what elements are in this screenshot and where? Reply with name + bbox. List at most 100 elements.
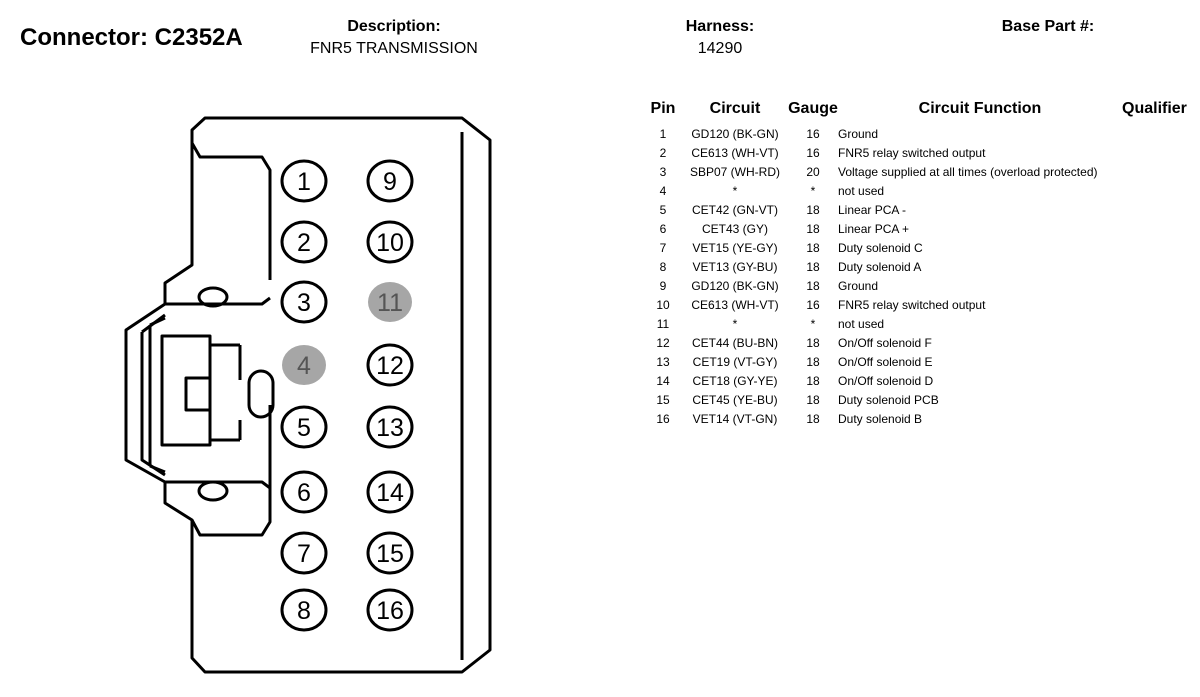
qualifier-cell	[1122, 314, 1187, 333]
pin-cavity: 1	[280, 159, 328, 203]
pin-cell: 16	[656, 411, 670, 426]
function-cell: FNR5 relay switched output	[838, 145, 986, 160]
function-cell: Linear PCA -	[838, 202, 907, 217]
qualifier-cell	[1122, 333, 1187, 352]
pin-cell: 3	[659, 164, 667, 179]
pinout-table-header: Pin Circuit Gauge Circuit Function Quali…	[644, 98, 1187, 124]
pin-number: 10	[376, 229, 404, 257]
gauge-cell: *	[810, 183, 816, 198]
pin-cavity: 16	[366, 588, 414, 632]
pin-cell: 8	[659, 259, 667, 274]
circuit-cell: CE613 (WH-VT)	[691, 145, 779, 160]
pin-cell: 7	[659, 240, 667, 255]
pin-cavity: 10	[366, 220, 414, 264]
pinout-table: Pin Circuit Gauge Circuit Function Quali…	[644, 98, 1187, 428]
pin-cavity: 13	[366, 405, 414, 449]
pin-number: 1	[297, 168, 311, 196]
pin-cell: 6	[659, 221, 667, 236]
pin-circle	[280, 405, 328, 449]
base-part-block: Base Part #:	[990, 18, 1106, 40]
pin-circle	[282, 345, 326, 385]
pin-cavity: 15	[366, 531, 414, 575]
pin-cavity: 6	[280, 470, 328, 514]
pin-number: 11	[377, 289, 403, 317]
function-cell: not used	[838, 183, 885, 198]
qualifier-cell	[1122, 371, 1187, 390]
description-label: Description:	[347, 18, 441, 35]
gauge-cell: 18	[806, 259, 820, 274]
table-row: 11**not used	[644, 314, 1187, 333]
gauge-cell: 16	[806, 297, 820, 312]
pin-cell: 1	[659, 126, 667, 141]
pin-circle	[280, 220, 328, 264]
qualifier-cell	[1122, 295, 1187, 314]
pin-number: 15	[376, 540, 404, 568]
gauge-cell: 18	[806, 221, 820, 236]
gauge-cell: 16	[806, 145, 820, 160]
pin-circle	[366, 470, 414, 514]
pin-number: 13	[376, 414, 404, 442]
pin-number: 3	[297, 289, 311, 317]
description-value: FNR5 TRANSMISSION	[310, 40, 478, 57]
pin-cavity: 14	[366, 470, 414, 514]
pin-cavity: 12	[366, 343, 414, 387]
qualifier-cell	[1122, 276, 1187, 295]
circuit-cell: VET15 (YE-GY)	[692, 240, 778, 255]
function-cell: not used	[838, 316, 885, 331]
pin-cavity: 7	[280, 531, 328, 575]
pin-number: 14	[376, 479, 404, 507]
pin-circle	[366, 220, 414, 264]
pin-number: 12	[376, 352, 404, 380]
pin-circle	[280, 280, 328, 324]
pin-cavity: 11	[368, 282, 412, 322]
pin-cell: 10	[656, 297, 670, 312]
pin-circle	[280, 470, 328, 514]
pin-cell: 11	[656, 316, 670, 331]
qualifier-cell	[1122, 162, 1187, 181]
function-cell: On/Off solenoid D	[838, 373, 934, 388]
header-circuit-function: Circuit Function	[918, 100, 1042, 117]
circuit-cell: CET44 (BU-BN)	[691, 335, 778, 350]
pin-cell: 15	[656, 392, 670, 407]
pin-number: 16	[376, 597, 404, 625]
pin-number: 6	[297, 479, 311, 507]
pin-cavity: 9	[366, 159, 414, 203]
pin-circle	[368, 282, 412, 322]
pin-circle	[366, 343, 414, 387]
pin-circle	[366, 531, 414, 575]
pin-number: 2	[297, 229, 311, 257]
circuit-cell: CET43 (GY)	[701, 221, 768, 236]
function-cell: FNR5 relay switched output	[838, 297, 986, 312]
circuit-cell: SBP07 (WH-RD)	[689, 164, 780, 179]
table-row: 6 CET43 (GY) 18 Linear PCA +	[644, 219, 1187, 238]
qualifier-cell	[1122, 352, 1187, 371]
pin-circle	[366, 405, 414, 449]
pin-number: 8	[297, 597, 311, 625]
qualifier-cell	[1122, 143, 1187, 162]
qualifier-cell	[1122, 390, 1187, 409]
function-cell: Duty solenoid C	[838, 240, 923, 255]
circuit-cell: GD120 (BK-GN)	[691, 126, 779, 141]
circuit-cell: CET45 (YE-BU)	[692, 392, 778, 407]
pin-number: 7	[297, 540, 311, 568]
pin-circle	[366, 588, 414, 632]
gauge-cell: 18	[806, 411, 820, 426]
pin-cell: 9	[659, 278, 667, 293]
pin-cavity: 5	[280, 405, 328, 449]
circuit-cell: CE613 (WH-VT)	[691, 297, 779, 312]
gauge-cell: 18	[806, 278, 820, 293]
function-cell: Linear PCA +	[838, 221, 910, 236]
gauge-cell: 20	[806, 164, 820, 179]
harness-block: Harness: 14290	[660, 18, 780, 58]
qualifier-cell	[1122, 409, 1187, 428]
function-cell: Ground	[838, 278, 879, 293]
qualifier-cell	[1122, 238, 1187, 257]
function-cell: Duty solenoid A	[838, 259, 922, 274]
